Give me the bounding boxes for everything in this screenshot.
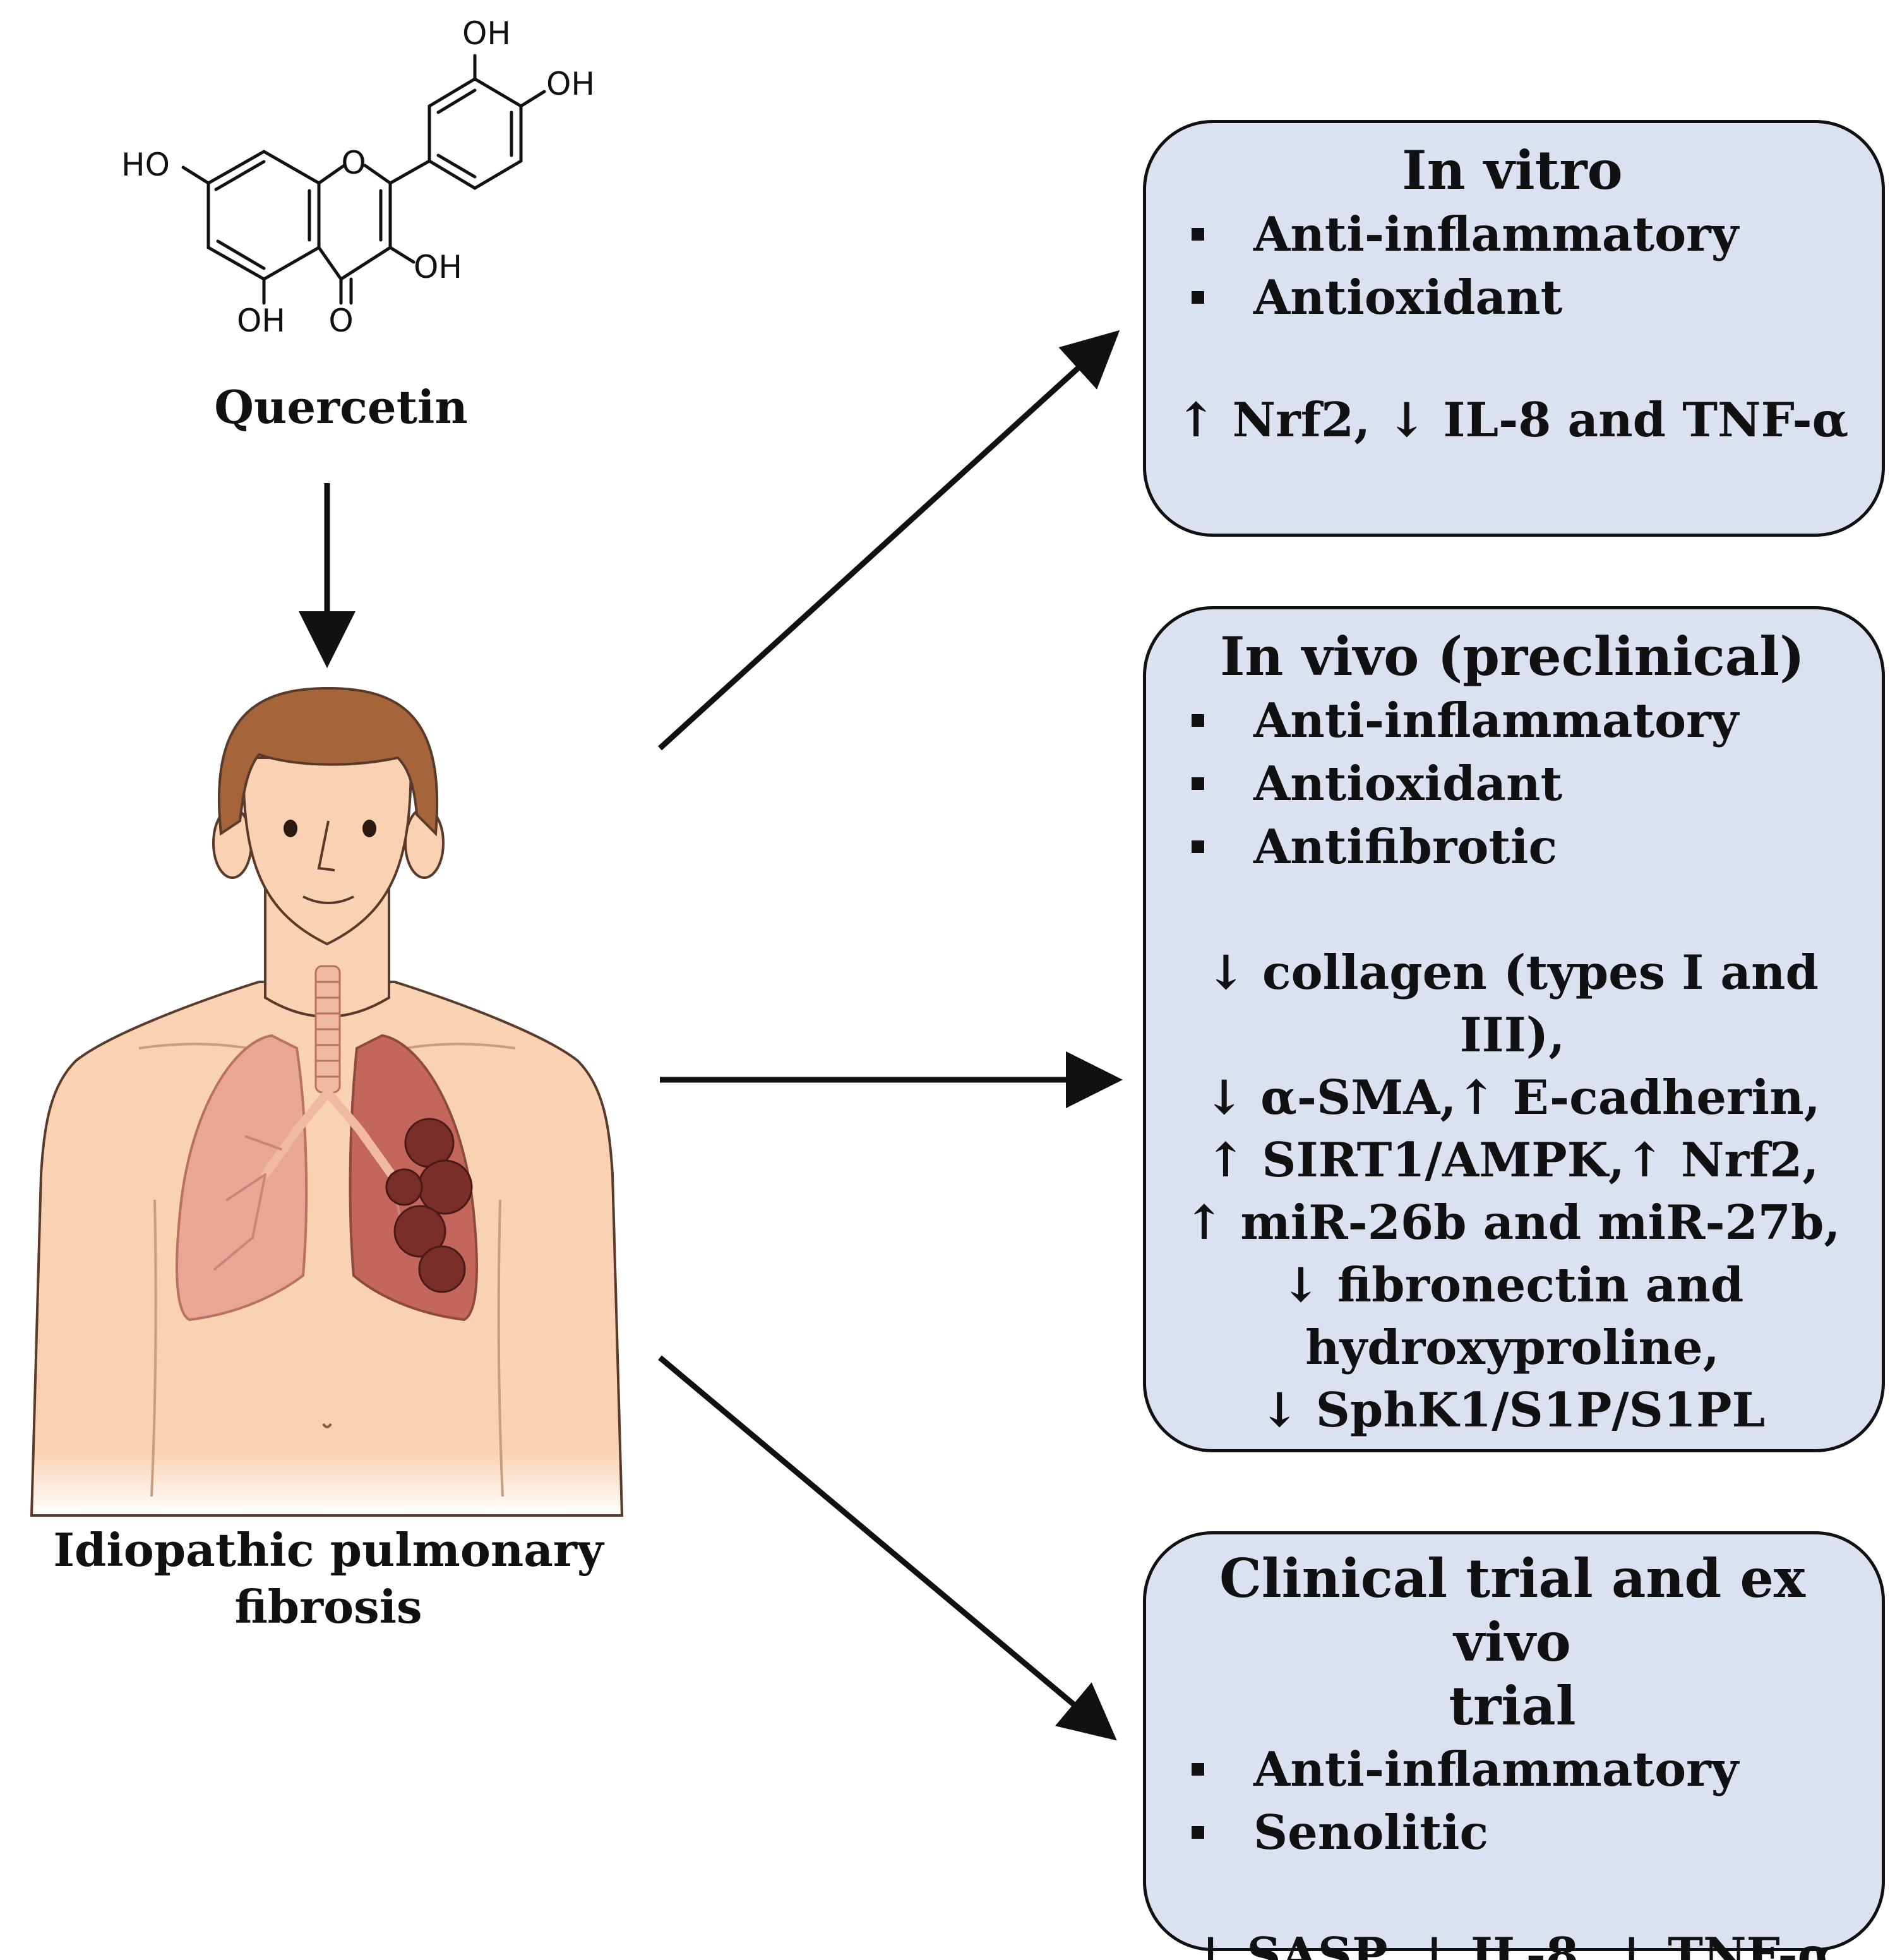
in-vivo-effects: Anti-inflammatory Antioxidant Antifibrot… — [1168, 689, 1856, 878]
mechanism-line: ↓ α-SMA,↑ E-cadherin, — [1204, 1069, 1820, 1125]
disease-label-line-1: Idiopathic pulmonary — [53, 1523, 604, 1577]
mechanism-line: ↑ miR-26b and miR-27b, — [1184, 1194, 1841, 1250]
carbonyl-oxygen-label: O — [328, 302, 353, 339]
disease-label-line-2: fibrosis — [234, 1580, 422, 1634]
in-vitro-box: In vitro Anti-inflammatory Antioxidant ↑… — [1143, 120, 1885, 537]
ring-oxygen-label: O — [341, 145, 366, 181]
mechanism-line: ↓ fibronectin and — [1281, 1257, 1744, 1313]
hydroxyl-4p-label: OH — [546, 66, 595, 102]
in-vitro-mechanisms: ↑ Nrf2, ↓ IL-8 and TNF-α — [1168, 389, 1856, 451]
hydroxyl-3p-label: OH — [462, 15, 511, 52]
clinical-trial-title: Clinical trial and ex vivo trial — [1168, 1547, 1856, 1738]
in-vitro-effects: Anti-inflammatory Antioxidant — [1168, 203, 1856, 329]
effect-item: Anti-inflammatory — [1168, 689, 1856, 752]
clinical-title-line-1: Clinical trial and ex vivo — [1219, 1547, 1805, 1673]
hair — [217, 686, 439, 837]
clinical-trial-effects: Anti-inflammatory Senolitic — [1168, 1738, 1856, 1864]
mechanism-line: ↓ SphK1/S1P/S1PL — [1259, 1382, 1766, 1438]
arrow-to-clinical — [658, 1355, 1117, 1741]
torso — [30, 981, 624, 1517]
arrow-to-in-vitro — [657, 330, 1120, 751]
hydroxyl-5-label: OH — [237, 302, 285, 339]
healthy-lung — [176, 1034, 308, 1322]
clinical-trial-box: Clinical trial and ex vivo trial Anti-in… — [1143, 1531, 1885, 1960]
effect-item: Anti-inflammatory — [1168, 203, 1856, 266]
head — [241, 756, 413, 946]
effect-item: Antioxidant — [1168, 752, 1856, 815]
hydroxyl-7-label: HO — [121, 146, 170, 183]
hydroxyl-3-label: OH — [414, 249, 462, 285]
mechanism-line: hydroxyproline, — [1305, 1319, 1719, 1375]
in-vivo-mechanisms: ↓ collagen (types I and III), ↓ α-SMA,↑ … — [1168, 941, 1856, 1442]
in-vivo-box: In vivo (preclinical) Anti-inflammatory … — [1143, 606, 1885, 1452]
effect-item: Anti-inflammatory — [1168, 1738, 1856, 1801]
mechanism-line: ↓ SASP, ↓ IL-8, ↓ TNF-α — [1190, 1927, 1834, 1960]
mechanism-line: ↑ Nrf2, ↓ IL-8 and TNF-α — [1176, 391, 1849, 448]
in-vitro-title: In vitro — [1402, 139, 1623, 201]
clinical-title-line-2: trial — [1449, 1674, 1576, 1737]
disease-label: Idiopathic pulmonary fibrosis — [38, 1522, 619, 1635]
fibrotic-nodules — [385, 1118, 473, 1293]
in-vivo-title: In vivo (preclinical) — [1220, 625, 1805, 688]
effect-item: Antifibrotic — [1168, 815, 1856, 878]
compound-name: Quercetin — [214, 380, 468, 434]
mechanism-line: ↓ collagen (types I and III), — [1206, 944, 1819, 1063]
clinical-trial-mechanisms: ↓ SASP, ↓ IL-8, ↓ TNF-α — [1168, 1924, 1856, 1960]
mechanism-line: ↑ SIRT1/AMPK,↑ Nrf2, — [1205, 1132, 1819, 1188]
effect-item: Senolitic — [1168, 1801, 1856, 1864]
effect-item: Antioxidant — [1168, 266, 1856, 329]
